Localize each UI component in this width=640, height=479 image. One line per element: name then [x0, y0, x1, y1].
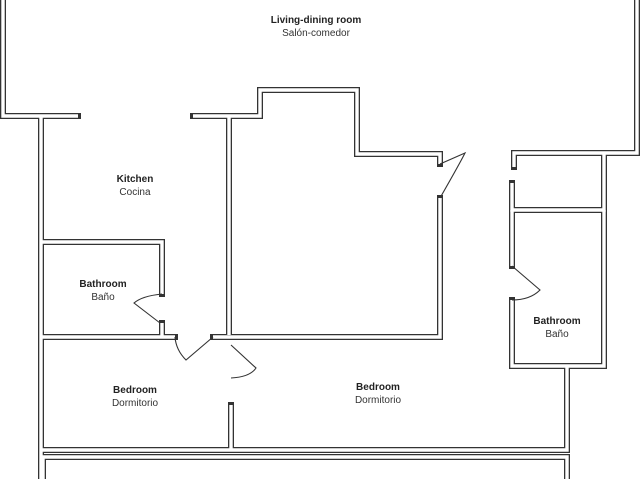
room-name-es: Baño [545, 329, 569, 340]
room-bedroom-left: Bedroom Dormitorio [112, 384, 158, 410]
door-bedroom-left[interactable] [174, 336, 214, 361]
room-bedroom-main: Bedroom Dormitorio [355, 381, 401, 407]
wall-fill [41, 366, 569, 452]
room-kitchen: Kitchen Cocina [117, 173, 154, 199]
door-living-bedroom[interactable] [439, 151, 467, 199]
wall-fill [510, 210, 606, 368]
room-name-es: Salón-comedor [282, 28, 350, 39]
door-bathroom-right[interactable] [511, 265, 541, 301]
room-name: Bedroom [113, 385, 157, 396]
wall-fill [41, 240, 164, 294]
door-bathroom-left[interactable] [133, 293, 163, 324]
room-name: Kitchen [116, 174, 154, 185]
door-bedroom-main[interactable] [230, 344, 257, 379]
room-name: Bathroom [533, 316, 581, 327]
room-name: Bathroom [79, 279, 127, 290]
wall-fill [41, 455, 569, 479]
room-name-es: Cocina [119, 187, 151, 198]
room-bathroom-left: Bathroom Baño [79, 278, 126, 304]
room-bathroom-right: Bathroom Baño [533, 315, 580, 341]
wall-fill [193, 88, 442, 164]
wall-fill [510, 153, 606, 212]
room-living-dining: Living-dining room Salón-comedor [271, 14, 362, 40]
room-name-es: Dormitorio [111, 398, 159, 409]
wall-fill [512, 0, 639, 167]
room-name: Living-dining room [270, 15, 362, 26]
room-name: Bedroom [356, 382, 400, 393]
wall-fill [1, 0, 78, 118]
room-name-es: Baño [91, 292, 115, 303]
room-name-es: Dormitorio [354, 395, 402, 406]
wall-fill [213, 198, 442, 339]
